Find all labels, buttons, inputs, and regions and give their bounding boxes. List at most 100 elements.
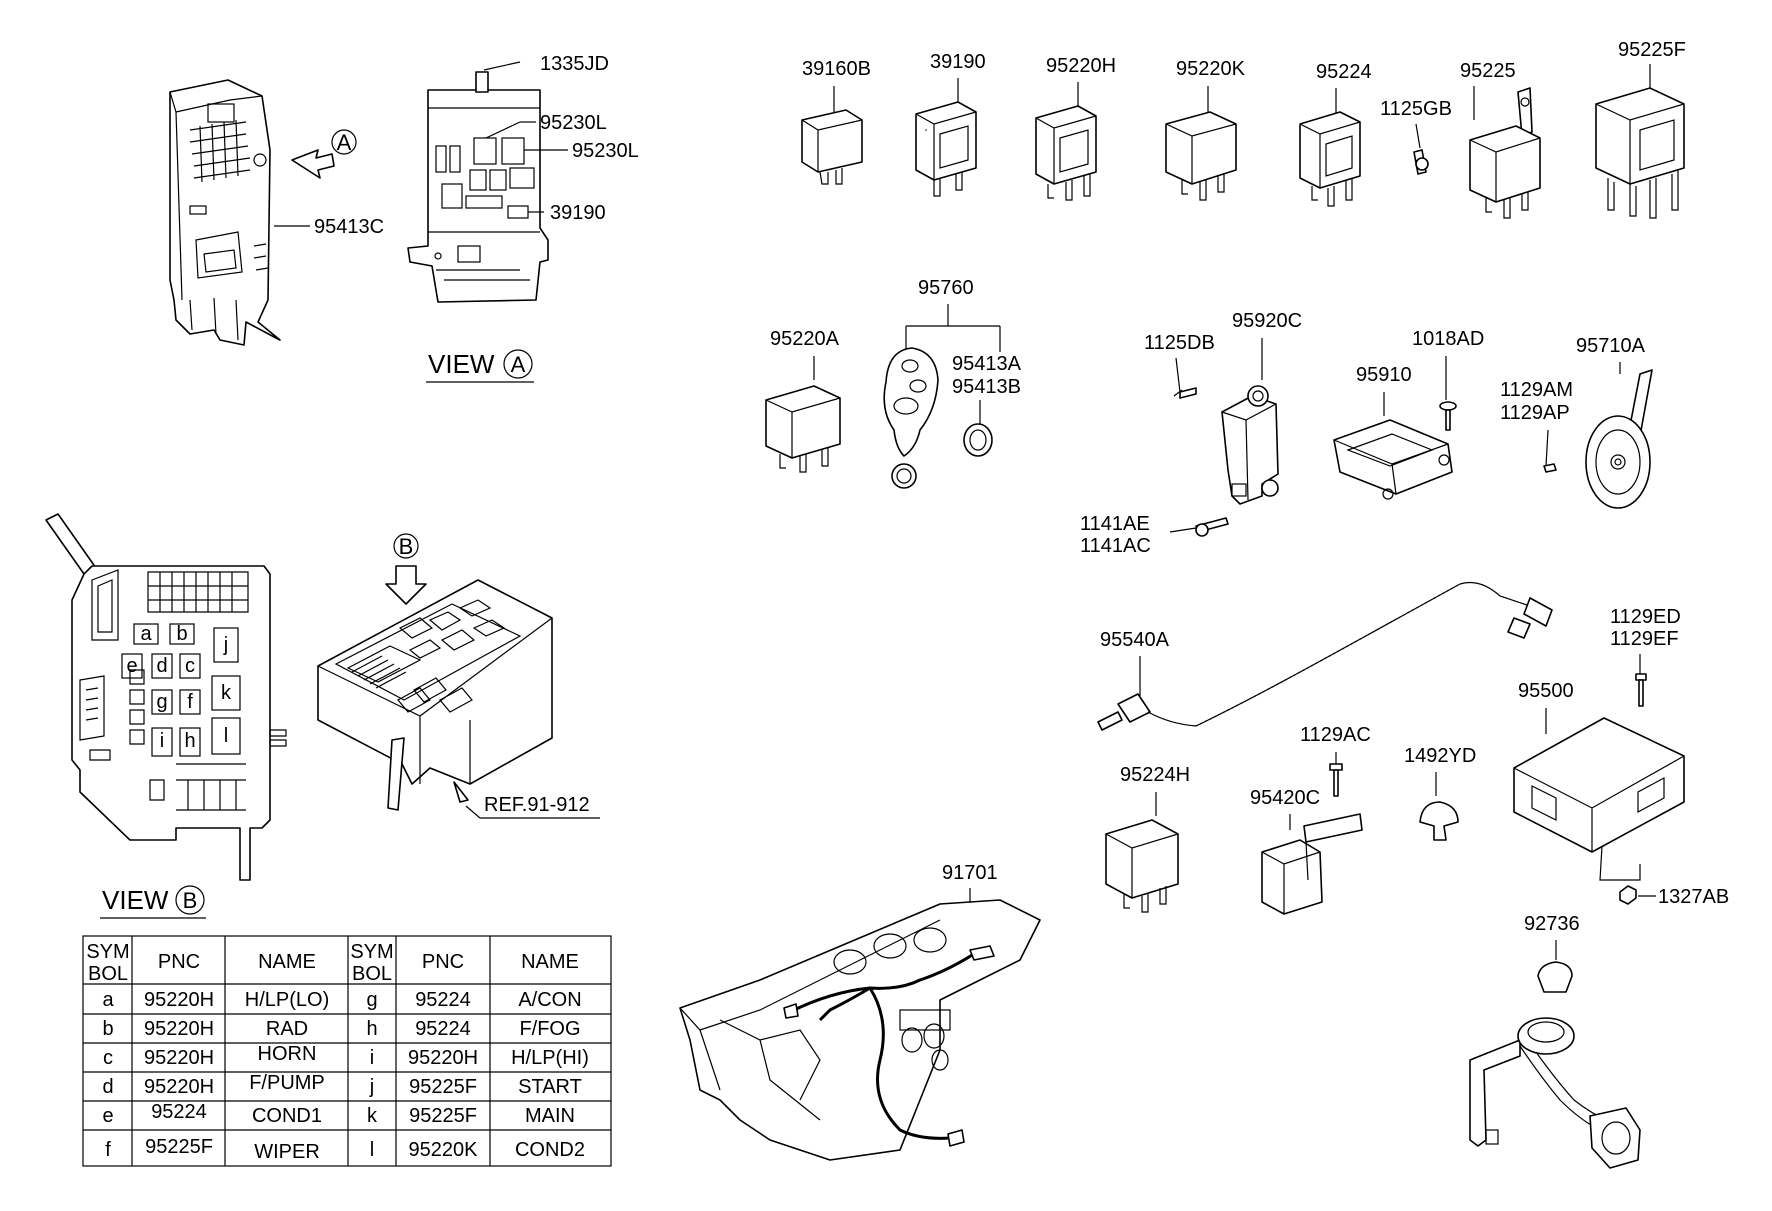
svg-text:c: c [103, 1047, 113, 1069]
relay-39190: 39190 [915, 51, 986, 197]
label-39160b: 39160B [802, 58, 871, 80]
relay-39160b: 39160B [801, 58, 871, 185]
fuse-slot-h: h [184, 730, 195, 752]
label-39190: 39190 [930, 51, 986, 73]
view-b-title: VIEW [102, 885, 169, 915]
svg-text:WIPER: WIPER [254, 1141, 320, 1163]
view-a-arrow: A [291, 129, 357, 179]
cable-95540a: 95540A [1097, 581, 1553, 731]
header-symbol-1b: BOL [88, 963, 128, 985]
svg-text:95224: 95224 [415, 989, 471, 1011]
svg-text:95220H: 95220H [144, 1018, 214, 1040]
arrow-a-letter: A [337, 130, 352, 155]
bolt-1141ae: 1141AE 1141AC [1080, 513, 1229, 557]
label-1129am: 1129AM [1500, 379, 1573, 401]
svg-text:l: l [370, 1139, 374, 1161]
clip-1492yd: 1492YD [1404, 745, 1476, 841]
screw-1018ad: 1018AD [1412, 328, 1484, 431]
label-95910: 95910 [1356, 364, 1412, 386]
svg-text:e: e [102, 1105, 113, 1127]
relay-95220h: 95220H [1035, 55, 1116, 201]
svg-text:MAIN: MAIN [525, 1105, 575, 1127]
fuse-slot-k: k [221, 682, 232, 704]
label-1141ac: 1141AC [1080, 535, 1151, 557]
sensor-95920c: 95920C [1221, 310, 1302, 505]
label-1335jd: 1335JD [540, 53, 609, 75]
fuse-slot-j: j [223, 634, 228, 656]
svg-text:95225F: 95225F [409, 1105, 477, 1127]
relay-95224: 95224 [1299, 61, 1372, 207]
header-pnc-2: PNC [422, 951, 464, 973]
keyless-remote-95760: 95760 95413A 95413B [883, 277, 1022, 489]
header-name-2: NAME [521, 951, 579, 973]
fuse-box-view-b [45, 513, 287, 881]
bolt-1125db: 1125DB [1144, 332, 1215, 399]
view-a-letter: A [511, 352, 526, 377]
module-95910: 95910 [1333, 364, 1453, 500]
svg-text:g: g [366, 989, 377, 1011]
relay-95225: 95225 [1460, 60, 1541, 219]
svg-text:H/LP(HI): H/LP(HI) [511, 1047, 589, 1069]
table-row: d 95220H F/PUMP j 95225F START [102, 1072, 581, 1098]
svg-text:F/FOG: F/FOG [519, 1018, 580, 1040]
module-95500: 95500 [1513, 680, 1685, 881]
dashboard-wiring-91701: 91701 [679, 862, 1041, 1161]
label-1141ae: 1141AE [1080, 513, 1150, 535]
relay-95224h: 95224H [1105, 764, 1190, 913]
label-95540a: 95540A [1100, 629, 1170, 651]
label-39190-view-a: 39190 [550, 202, 606, 224]
fuse-slot-d: d [156, 655, 167, 677]
label-95230l-2: 95230L [572, 140, 639, 162]
label-95413c: 95413C [314, 216, 384, 238]
label-95220a: 95220A [770, 328, 840, 350]
table-row: a 95220H H/LP(LO) g 95224 A/CON [102, 989, 581, 1011]
table-row: f 95225F WIPER l 95220K COND2 [105, 1136, 585, 1163]
label-91701: 91701 [942, 862, 998, 884]
svg-text:a: a [102, 989, 114, 1011]
svg-text:COND2: COND2 [515, 1139, 585, 1161]
svg-text:F/PUMP: F/PUMP [249, 1072, 325, 1094]
svg-text:b: b [102, 1018, 113, 1040]
view-a-title: VIEW [428, 349, 495, 379]
label-95224h: 95224H [1120, 764, 1190, 786]
label-95220k: 95220K [1176, 58, 1246, 80]
svg-text:95225F: 95225F [145, 1136, 213, 1158]
relay-table: SYM BOL PNC NAME SYM BOL PNC NAME a 9522… [82, 935, 612, 1167]
svg-text:i: i [370, 1047, 374, 1069]
sensor-92736: 92736 [1469, 913, 1641, 1169]
header-symbol-2b: BOL [352, 963, 392, 985]
svg-text:j: j [369, 1076, 374, 1098]
svg-text:95225F: 95225F [409, 1076, 477, 1098]
fuse-slot-a: a [140, 623, 152, 645]
label-92736: 92736 [1524, 913, 1580, 935]
nut-1327ab: 1327AB [1619, 885, 1729, 908]
svg-text:RAD: RAD [266, 1018, 308, 1040]
fuse-slot-i: i [160, 730, 164, 752]
label-95710a: 95710A [1576, 335, 1646, 357]
svg-text:HORN: HORN [258, 1043, 317, 1065]
bolt-1129ed: 1129ED 1129EF [1610, 606, 1681, 707]
horn-95710a: 95710A 1129AM 1129AP [1500, 335, 1653, 509]
label-1129ed: 1129ED [1610, 606, 1681, 628]
label-1018ad: 1018AD [1412, 328, 1484, 350]
fuse-slot-b: b [176, 623, 187, 645]
svg-text:h: h [366, 1018, 377, 1040]
bolt-1129ac: 1129AC [1300, 724, 1371, 797]
svg-text:95224: 95224 [415, 1018, 471, 1040]
table-row: e 95224 COND1 k 95225F MAIN [102, 1101, 575, 1127]
table-row: b 95220H RAD h 95224 F/FOG [102, 1018, 580, 1040]
svg-text:95220H: 95220H [144, 1047, 214, 1069]
svg-text:H/LP(LO): H/LP(LO) [245, 989, 329, 1011]
label-1125db: 1125DB [1144, 332, 1215, 354]
engine-fuse-box: B [317, 533, 553, 811]
svg-text:d: d [102, 1076, 113, 1098]
label-95760: 95760 [918, 277, 974, 299]
relay-95220k: 95220K [1165, 58, 1246, 201]
svg-text:k: k [367, 1105, 378, 1127]
label-1129ac: 1129AC [1300, 724, 1371, 746]
view-b-letter: B [183, 888, 198, 913]
fuse-slot-g: g [156, 691, 167, 713]
svg-text:A/CON: A/CON [518, 989, 581, 1011]
label-95500: 95500 [1518, 680, 1574, 702]
